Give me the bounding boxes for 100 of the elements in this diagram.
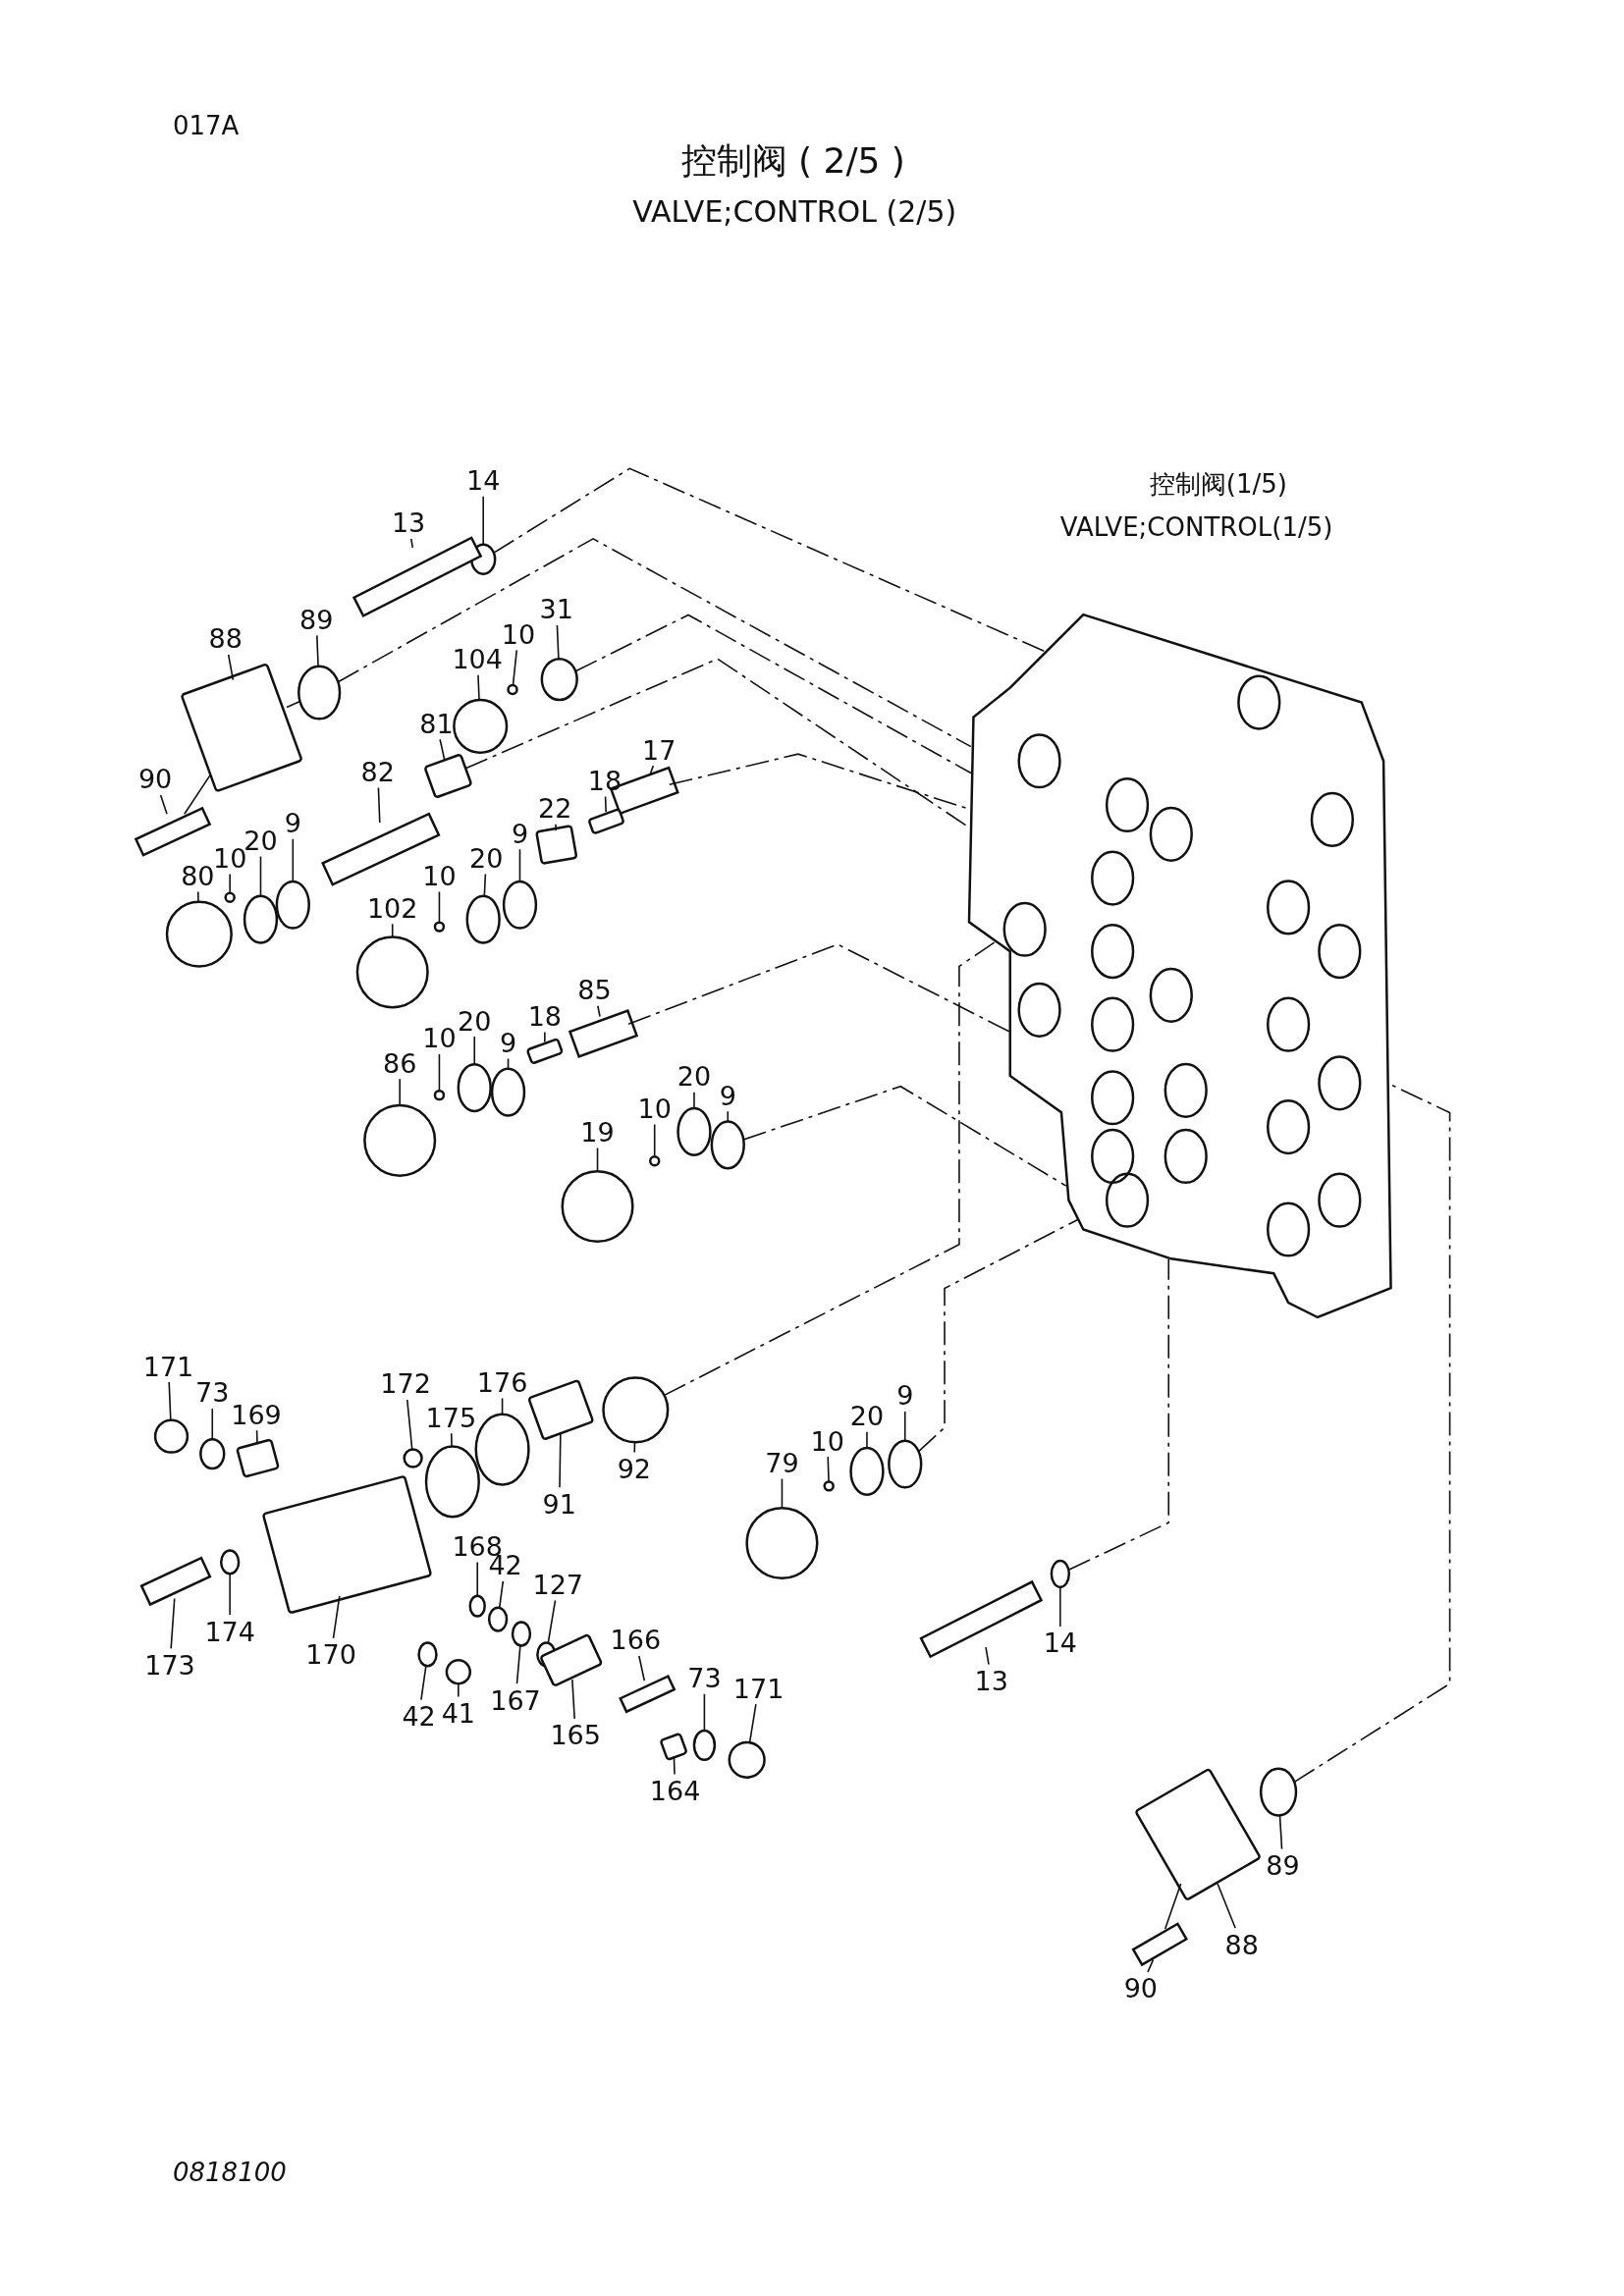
leader-line [483,873,487,897]
leader-line [229,873,231,894]
leader-line [673,1755,676,1776]
callout-number: 166 [610,1626,662,1653]
leader-line [255,1429,258,1446]
callout-number: 86 [383,1049,417,1077]
callout-number: 174 [204,1618,255,1644]
leader-line [391,923,394,938]
o-ring [823,1480,835,1492]
leader-line [903,1411,906,1442]
leader-line [649,765,655,774]
callout-number: 10 [810,1427,844,1455]
callout-number: 20 [469,844,504,872]
leader-line [985,1646,990,1666]
center-line [1067,1257,1169,1572]
leader-line [377,786,381,824]
callout-number: 170 [305,1640,356,1668]
leader-line [1217,1883,1236,1929]
o-ring [849,1446,885,1497]
leader-line [604,795,607,814]
callout-number: 73 [195,1378,230,1406]
o-ring [224,891,236,903]
o-ring [502,880,538,930]
callout-number: 20 [677,1062,712,1090]
callout-number: 20 [458,1007,492,1035]
o-ring [433,1089,446,1101]
o-ring [649,1155,661,1167]
leader-line [501,1397,504,1415]
leader-line [438,890,441,924]
callout-number: 9 [719,1082,736,1109]
callout-number: 127 [532,1571,583,1598]
leader-line [458,1682,460,1698]
leader-line [498,1580,505,1609]
o-ring [710,1120,745,1170]
leader-line [159,794,168,816]
callout-number: 20 [849,1402,885,1429]
callout-number: 79 [765,1449,799,1476]
center-line [742,1085,1067,1187]
callout-number: 169 [231,1401,282,1428]
callout-number: 88 [208,624,243,652]
callout-number: 90 [1123,1974,1159,2002]
o-ring [507,683,518,696]
o-ring [468,1594,486,1618]
leader-line [748,1703,757,1743]
o-ring [275,880,310,930]
leader-line [515,1644,521,1684]
diagram-title: 控制阀 ( 2/5 ) [680,143,905,180]
callout-number: 73 [687,1664,722,1691]
o-ring [298,665,342,721]
o-ring [692,1729,717,1762]
callout-number: 22 [538,794,572,822]
leader-line [727,1110,730,1123]
o-ring [540,657,578,702]
leader-line [571,1679,575,1720]
leader-line [168,1381,172,1421]
o-ring [511,1621,532,1647]
leader-line [638,1655,646,1682]
leader-line [406,1399,413,1451]
leader-line [476,1561,479,1597]
leader-line [450,1432,453,1448]
leader-line [170,1597,176,1650]
plug [602,1376,670,1444]
callout-number: 91 [542,1490,576,1518]
plug [363,1103,437,1177]
plug [153,1418,189,1454]
reference-title: 控制阀(1/5) [1149,471,1287,498]
leader-line [693,1091,695,1109]
o-ring [243,894,279,944]
leader-line [316,634,319,667]
callout-number: 31 [539,595,573,622]
drawing-number: 0818100 [173,2159,287,2185]
callout-number: 18 [527,1002,562,1030]
callout-number: 9 [511,820,529,847]
callout-number: 164 [649,1777,701,1804]
washer [470,543,497,575]
leader-line [703,1692,706,1732]
leader-line [196,890,199,903]
leader-line [555,824,557,831]
callout-number: 165 [550,1721,601,1748]
leader-line [1147,1958,1155,1973]
callout-number: 18 [587,767,623,794]
diagram-subtitle: VALVE;CONTROL (2/5) [632,197,957,228]
callout-number: 80 [181,862,215,889]
leader-line [653,1123,656,1158]
callout-number: 41 [441,1699,475,1727]
o-ring [433,921,446,933]
callout-number: 89 [1266,1851,1300,1879]
callout-number: 90 [137,765,173,792]
plug [561,1169,634,1244]
callout-number: 92 [617,1455,651,1482]
leader-line [1278,1814,1283,1850]
leader-line [482,495,484,546]
callout-number: 89 [299,606,334,633]
callout-number: 17 [642,736,677,764]
callout-number: 13 [391,508,426,536]
callout-number: 10 [422,1024,457,1051]
plug [445,1659,471,1685]
o-ring [490,1067,526,1117]
plug [165,900,233,968]
leader-line [547,1599,557,1644]
